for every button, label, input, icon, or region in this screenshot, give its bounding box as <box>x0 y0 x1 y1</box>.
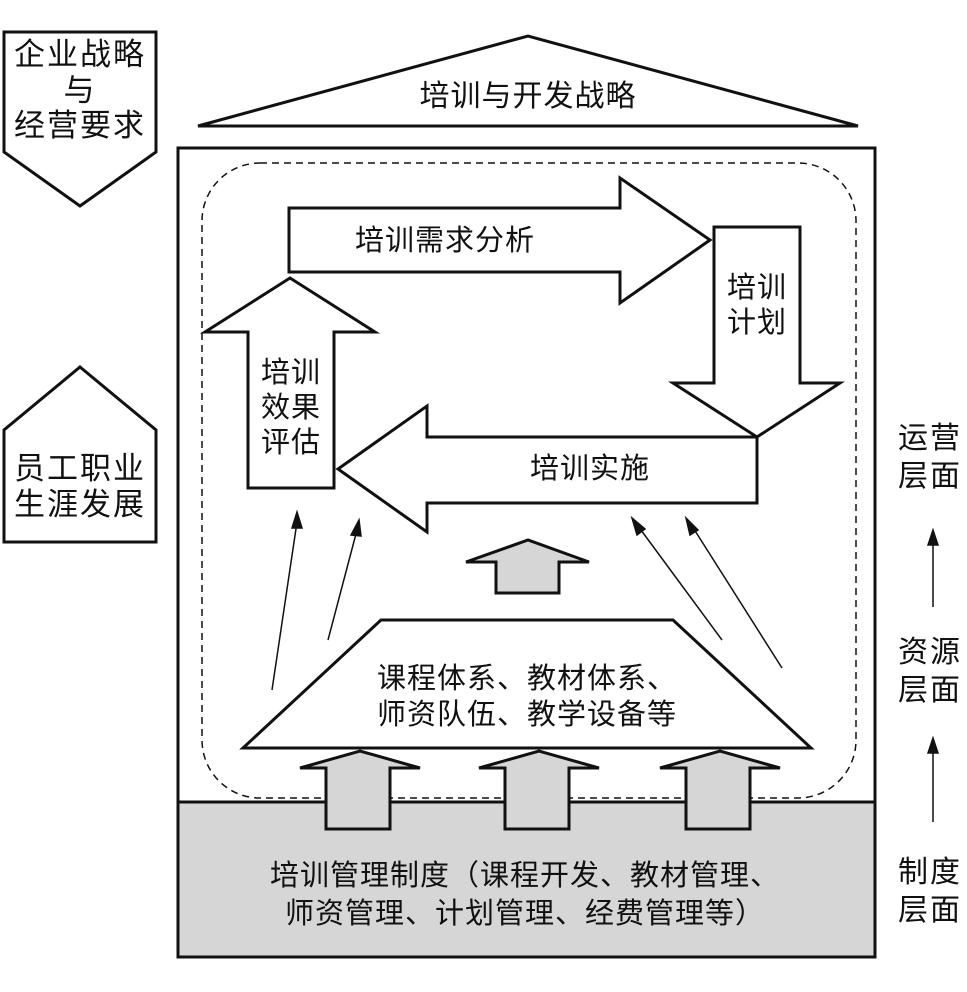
implementation-arrow <box>335 403 759 535</box>
needs-analysis-arrow <box>287 175 713 306</box>
strategy-requirements-label: 企业战略 与 经营要求 <box>14 37 146 145</box>
roof-triangle <box>197 34 859 128</box>
plan-label: 培训 计划 <box>726 270 787 339</box>
base-system-label: 培训管理制度（课程开发、教材管理、 师资管理、计划管理、经费管理等） <box>269 858 780 930</box>
base-up-arrows <box>299 749 781 831</box>
roof-label: 培训与开发战略 <box>419 79 637 114</box>
implementation-label: 培训实施 <box>529 451 650 485</box>
resource-level-label: 资源 层面 <box>898 635 962 708</box>
dashed-frame <box>201 162 857 799</box>
operation-level-label: 运营 层面 <box>898 421 962 494</box>
resource-up-arrow <box>465 538 590 595</box>
level-arrows <box>926 527 940 822</box>
system-level-label: 制度 层面 <box>898 855 962 928</box>
resources-label: 课程体系、教材体系、 师资队伍、教学设备等 <box>376 661 677 732</box>
needs-analysis-label: 培训需求分析 <box>354 223 535 257</box>
thin-arrows <box>271 509 783 691</box>
career-development-label: 员工职业 生涯发展 <box>14 451 146 523</box>
evaluation-label: 培训 效果 评估 <box>260 355 321 459</box>
career-pentagon <box>2 365 158 544</box>
strategy-pentagon <box>2 30 158 208</box>
plan-arrow <box>667 225 846 439</box>
resource-trapezoid <box>239 618 815 750</box>
evaluation-arrow <box>199 276 381 490</box>
